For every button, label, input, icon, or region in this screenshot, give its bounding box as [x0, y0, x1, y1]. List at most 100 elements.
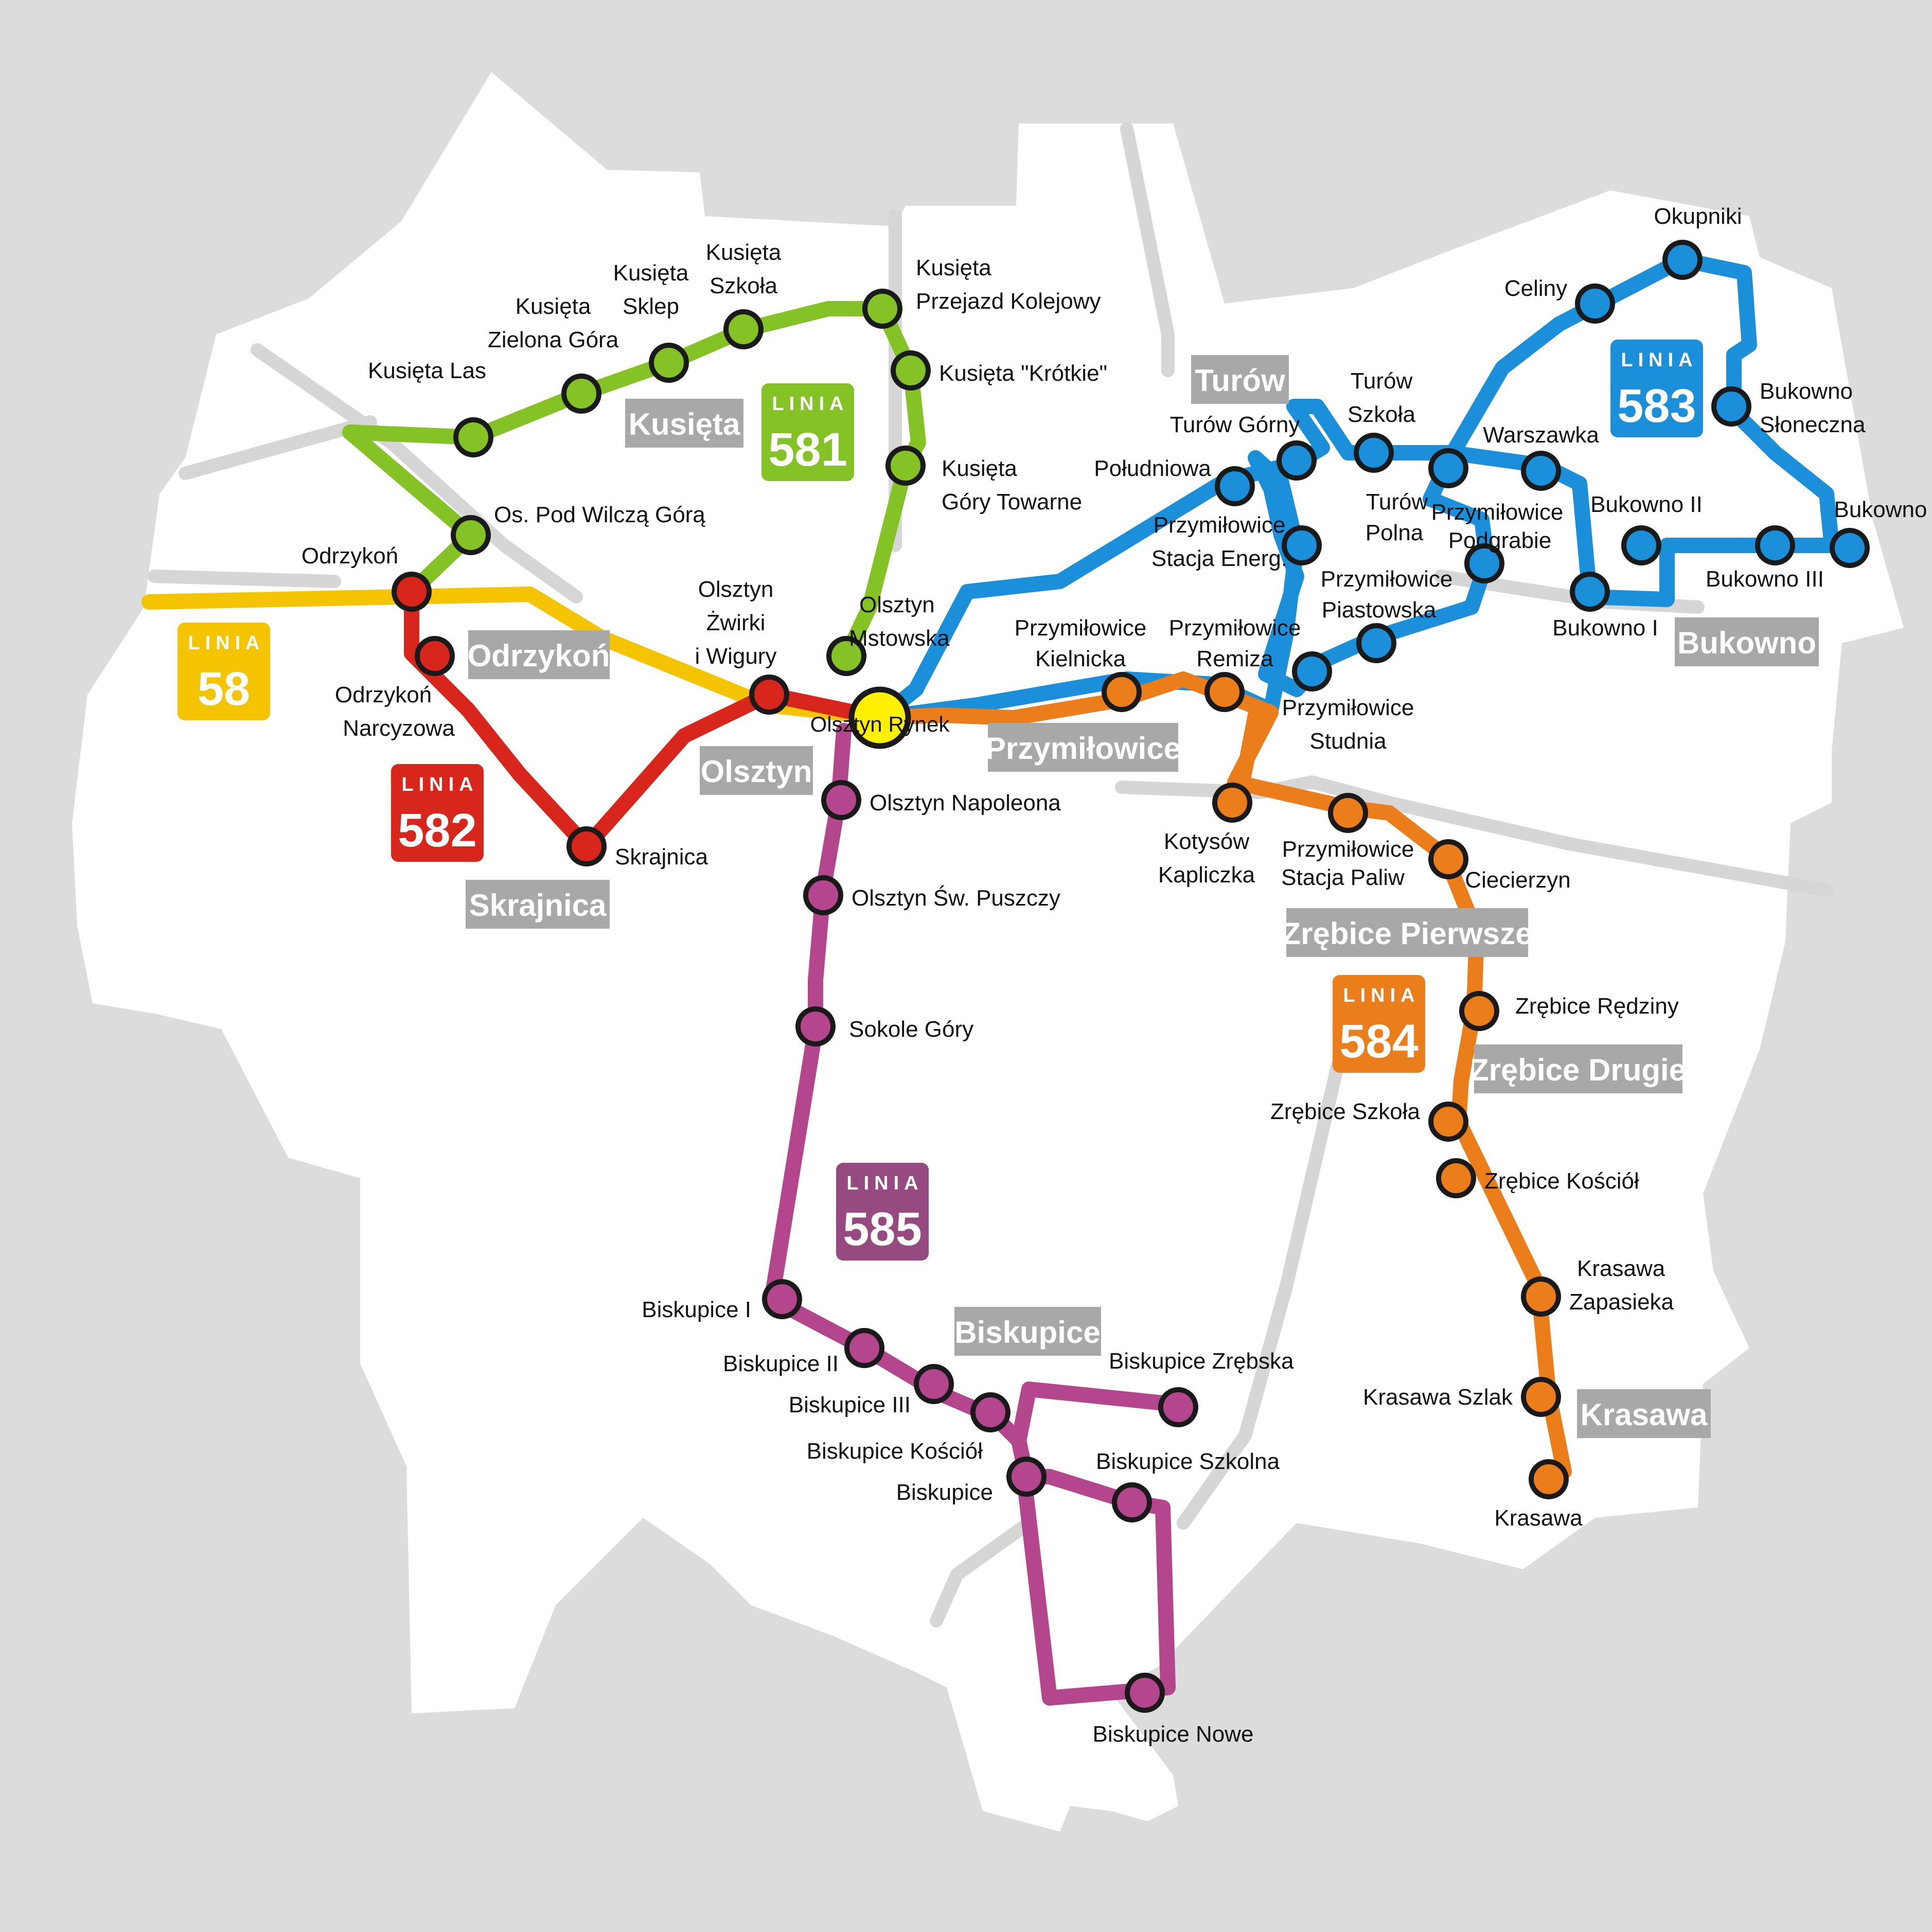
stop-odrzykon-narcyzowa[interactable] — [415, 636, 455, 676]
label-studnia-1: Przymiłowice — [1282, 695, 1414, 720]
stop-biskupice-szkolna[interactable] — [1112, 1482, 1152, 1522]
stop-kusieta-szkola[interactable] — [723, 309, 764, 349]
label-piastowska-2: Piastowska — [1322, 597, 1437, 623]
badge-581-linia: LINIA — [772, 393, 848, 415]
line-badges: LINIA 58 LINIA 581 LINIA 582 LINIA 583 L… — [178, 340, 1703, 1261]
stop-przymilowice-remiza[interactable] — [1204, 672, 1245, 712]
stop-labels: Kusięta Las Kusięta Zielona Góra Kusięta… — [302, 204, 1927, 1747]
stop-bukowno-i[interactable] — [1570, 572, 1610, 612]
label-warszawka: Warszawka — [1483, 422, 1599, 448]
stop-skrajnica[interactable] — [566, 826, 607, 866]
stop-kusieta-zielona-gora[interactable] — [561, 374, 601, 414]
label-bukowno-sloneczna-2: Słoneczna — [1760, 412, 1866, 437]
label-olsztyn-mstowska-1: Olsztyn — [859, 592, 935, 617]
stop-kusieta-krotkie[interactable] — [891, 350, 931, 391]
label-os-pod-wilcza-gora: Os. Pod Wilczą Górą — [494, 502, 705, 527]
label-piastowska-1: Przymiłowice — [1321, 566, 1453, 592]
village-kusieta: Kusięta — [629, 407, 740, 441]
stop-krasawa-szlak[interactable] — [1521, 1377, 1561, 1417]
stop-kusieta-gory-towarne[interactable] — [885, 446, 926, 486]
stop-ciecierzyn[interactable] — [1428, 839, 1468, 879]
village-box-krasawa — [1577, 1389, 1711, 1438]
stop-przymilowice-piastowska[interactable] — [1356, 623, 1396, 663]
stop-turow-szkola[interactable] — [1354, 433, 1394, 473]
village-box-odrzykon — [468, 630, 610, 679]
stop-kusieta-przejazd-kolejowy[interactable] — [862, 289, 902, 329]
stop-olsztyn-zwirki-i-wigury[interactable] — [749, 675, 789, 715]
label-zapasieka-1: Krasawa — [1577, 1256, 1665, 1281]
badge-585-number: 585 — [843, 1203, 922, 1255]
stop-zrebice-redziny[interactable] — [1459, 991, 1499, 1031]
stop-bukowno[interactable] — [1830, 528, 1870, 568]
stop-przymilowice-stacja-energ[interactable] — [1282, 525, 1322, 565]
stop-biskupice-i[interactable] — [762, 1279, 802, 1319]
village-zrebice-pierwsze: Zrębice Pierwsze — [1282, 916, 1533, 951]
badge-582-linia: LINIA — [401, 774, 478, 795]
hub-olsztyn-rynek[interactable] — [848, 686, 911, 749]
label-poludniowa: Południowa — [1094, 456, 1211, 481]
label-krasawa: Krasawa — [1494, 1505, 1583, 1531]
stop-celiny[interactable] — [1575, 283, 1615, 324]
stops-582 — [392, 572, 789, 866]
label-okupniki: Okupniki — [1654, 204, 1742, 229]
stop-bukowno-iii[interactable] — [1755, 525, 1795, 565]
stop-zrebice-szkola[interactable] — [1428, 1102, 1468, 1142]
stop-przymilowice-kielnicka[interactable] — [1102, 672, 1142, 712]
label-zrebice-kosciol: Zrębice Kościół — [1484, 1168, 1639, 1194]
label-turow-szkola-2: Szkoła — [1348, 402, 1416, 427]
stop-olsztyn-sw-puszczy[interactable] — [803, 875, 843, 915]
label-odrzykon: Odrzykoń — [302, 543, 398, 569]
badge-line-585: LINIA 585 — [836, 1163, 929, 1261]
stop-krasawa[interactable] — [1529, 1459, 1569, 1499]
stop-zrebice-kosciol[interactable] — [1436, 1158, 1476, 1198]
stop-krasawa-zapasieka[interactable] — [1521, 1277, 1561, 1317]
stop-biskupice-kosciol[interactable] — [970, 1392, 1011, 1432]
stop-biskupice-ii[interactable] — [844, 1328, 884, 1368]
badge-584-linia: LINIA — [1343, 985, 1420, 1006]
label-zrebice-redziny: Zrębice Rędziny — [1515, 994, 1679, 1019]
stop-turow-gorny[interactable] — [1277, 440, 1317, 481]
label-ciecierzyn: Ciecierzyn — [1465, 867, 1570, 893]
village-odrzykon: Odrzykoń — [468, 639, 610, 673]
stop-poludniowa[interactable] — [1215, 466, 1255, 506]
stop-przymilowice-podgrabie[interactable] — [1464, 543, 1504, 583]
stop-olsztyn-mstowska[interactable] — [826, 636, 866, 676]
stop-przymilowice-stacja-paliw[interactable] — [1328, 793, 1368, 833]
line-583-route — [872, 252, 1839, 725]
stop-turow-polna[interactable] — [1428, 448, 1468, 488]
stop-biskupice-nowe[interactable] — [1125, 1673, 1165, 1713]
label-biskupice-szkolna: Biskupice Szkolna — [1096, 1449, 1280, 1474]
stop-warszawka[interactable] — [1521, 451, 1561, 491]
village-bukowno: Bukowno — [1677, 626, 1816, 660]
badge-585-linia: LINIA — [846, 1173, 923, 1194]
stop-przymilowice-studnia[interactable] — [1292, 651, 1332, 692]
stop-bukowno-sloneczna[interactable] — [1711, 386, 1751, 427]
village-krasawa: Krasawa — [1581, 1397, 1708, 1432]
stop-biskupice[interactable] — [1006, 1457, 1047, 1497]
label-zwirki-2: Żwirki — [706, 610, 766, 635]
stop-kotysow-kapliczka[interactable] — [1212, 783, 1252, 823]
stop-sokole-gory[interactable] — [795, 1006, 836, 1047]
label-kusieta-szkola-2: Szkoła — [710, 273, 778, 298]
stop-olsztyn-napoleona[interactable] — [821, 780, 861, 820]
stop-okupniki[interactable] — [1662, 240, 1703, 280]
stop-biskupice-iii[interactable] — [914, 1364, 954, 1404]
label-zwirki-1: Olsztyn — [698, 577, 774, 602]
stops-583 — [1215, 240, 1870, 692]
village-przymilowice: Przymiłowice — [985, 731, 1181, 766]
label-kotysow-1: Kotysów — [1164, 829, 1250, 854]
stop-odrzykon[interactable] — [392, 572, 432, 612]
label-turow-polna-1: Turów — [1366, 489, 1428, 515]
stop-bukowno-ii[interactable] — [1621, 525, 1661, 565]
label-bukowno: Bukowno — [1834, 497, 1927, 522]
stop-kusieta-sklep[interactable] — [649, 343, 689, 383]
village-zrebice-drugie: Zrębice Drugie — [1470, 1053, 1686, 1087]
label-olsztyn-napoleona: Olsztyn Napoleona — [870, 790, 1061, 816]
label-odrzykon-narcyzowa-1: Odrzykoń — [335, 682, 432, 707]
stop-os-pod-wilcza-gora[interactable] — [451, 515, 491, 555]
stop-kusieta-las[interactable] — [453, 417, 493, 457]
label-kielnicka-2: Kielnicka — [1035, 646, 1126, 671]
label-biskupice: Biskupice — [896, 1480, 993, 1505]
stop-biskupice-zrebska[interactable] — [1158, 1387, 1198, 1427]
label-bukowno-ii: Bukowno II — [1590, 492, 1703, 517]
